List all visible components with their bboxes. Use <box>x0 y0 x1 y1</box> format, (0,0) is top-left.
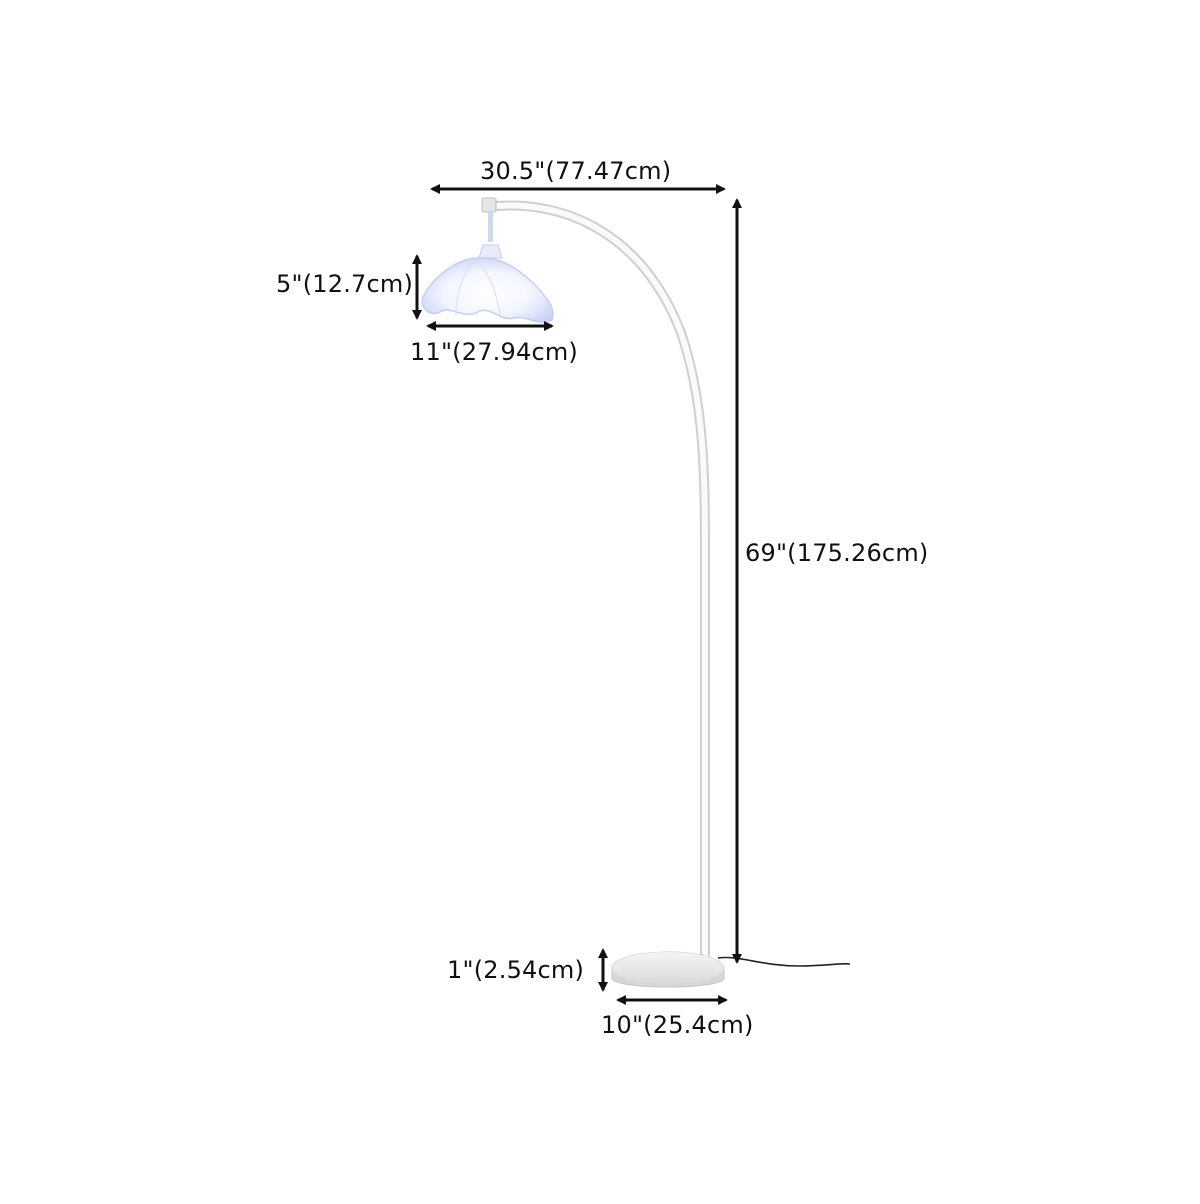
shade-height-label: 5"(12.7cm) <box>276 270 414 298</box>
shade-width-label: 11"(27.94cm) <box>410 338 578 366</box>
dimension-lines <box>412 184 742 1005</box>
overall-height-label: 69"(175.26cm) <box>745 539 929 567</box>
base-width-label: 10"(25.4cm) <box>601 1011 754 1039</box>
lamp-arm <box>482 200 710 960</box>
lamp-connector <box>478 197 503 259</box>
base-height-label: 1"(2.54cm) <box>447 956 585 984</box>
lamp-base <box>611 951 725 988</box>
lamp-shade <box>421 257 554 323</box>
overall-width-label: 30.5"(77.47cm) <box>480 157 672 185</box>
